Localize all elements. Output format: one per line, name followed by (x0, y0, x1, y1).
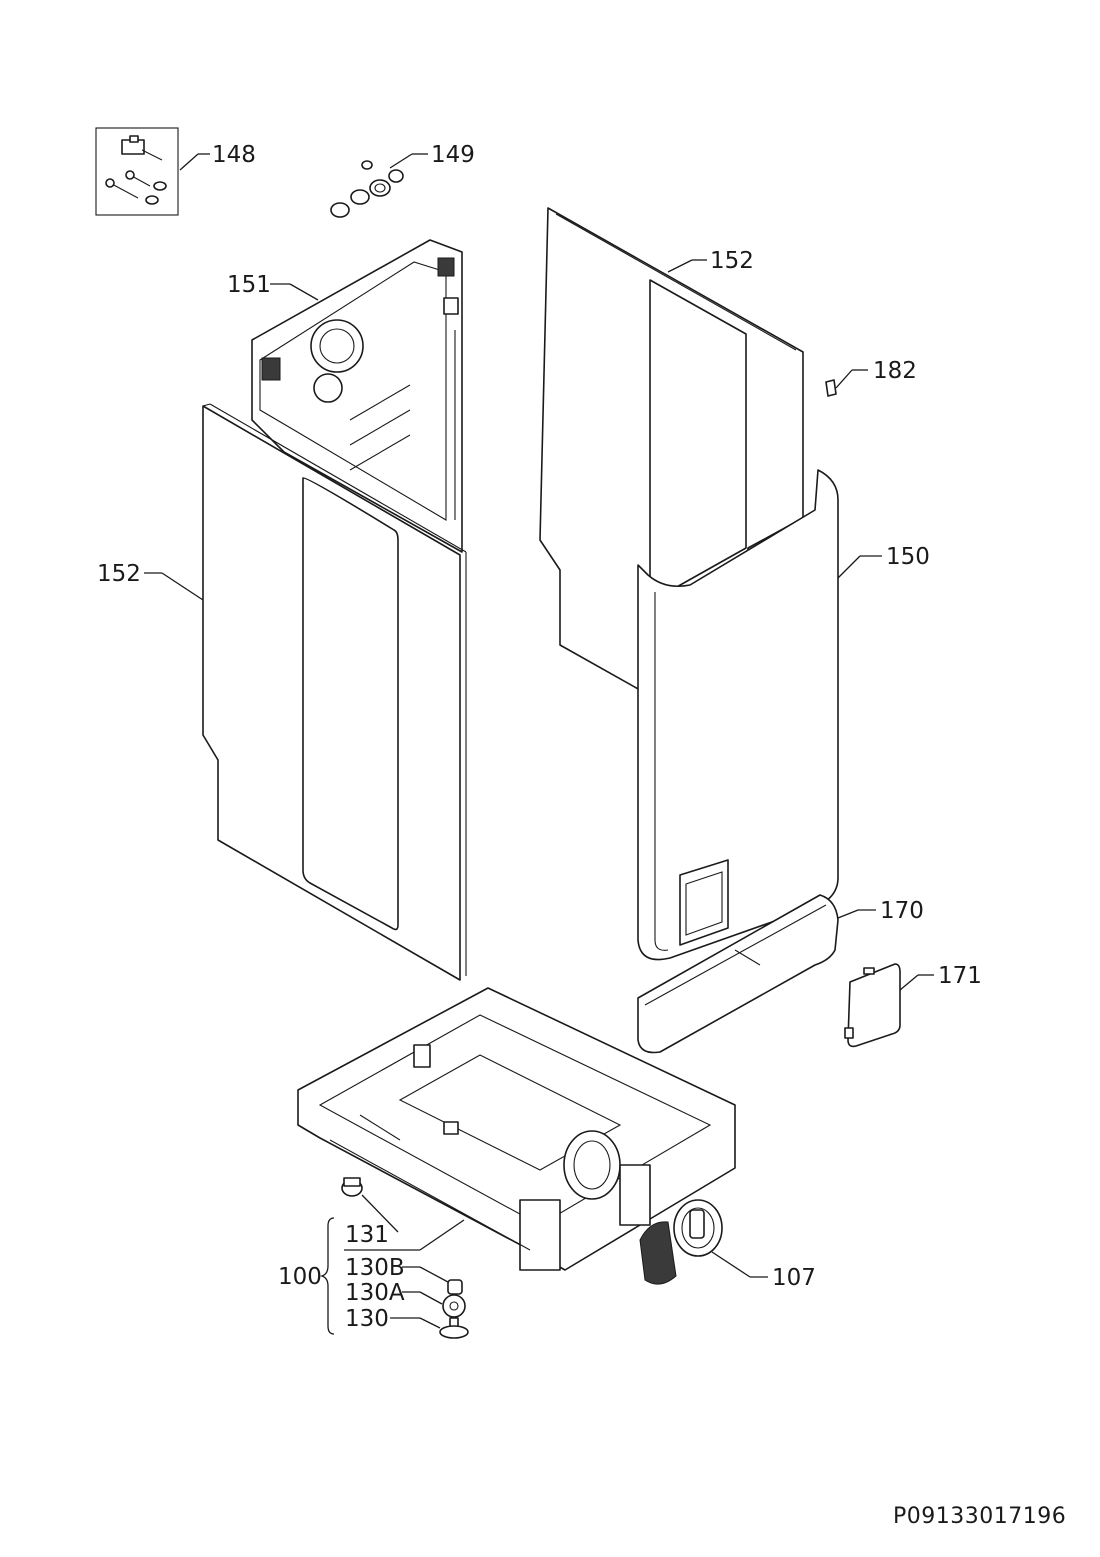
callout-171: 171 (938, 963, 982, 989)
part-131-foot (341, 1177, 363, 1197)
callout-130: 130 (345, 1306, 389, 1332)
callout-149: 149 (431, 142, 475, 168)
callout-130a: 130A (345, 1280, 405, 1306)
callout-182: 182 (873, 358, 917, 384)
part-151-rear-panel (251, 239, 463, 553)
part-130b-nut (447, 1279, 463, 1295)
part-100-base-frame (297, 987, 736, 1271)
callout-130b: 130B (345, 1255, 405, 1281)
callout-151: 151 (227, 272, 271, 298)
part-152-left-side-panel (202, 403, 467, 981)
part-130-foot (439, 1317, 469, 1339)
part-148-screw-kit (95, 127, 179, 216)
drawing-code: P09133017196 (893, 1504, 1066, 1529)
callout-152-right: 152 (710, 248, 754, 274)
part-182-clip (825, 379, 837, 397)
part-150-front-panel (637, 469, 839, 961)
callout-107: 107 (772, 1265, 816, 1291)
callout-152-left: 152 (97, 561, 141, 587)
part-107-filter (639, 1199, 723, 1285)
part-130a-washer (442, 1294, 466, 1318)
callout-170: 170 (880, 898, 924, 924)
callout-148: 148 (212, 142, 256, 168)
group-brace (319, 1217, 335, 1335)
part-149-ring-set (330, 160, 404, 218)
callout-131: 131 (345, 1222, 389, 1248)
callout-150: 150 (886, 544, 930, 570)
part-170-plinth (637, 894, 839, 1054)
callout-100: 100 (278, 1264, 322, 1290)
part-171-cover-flap (844, 963, 901, 1048)
